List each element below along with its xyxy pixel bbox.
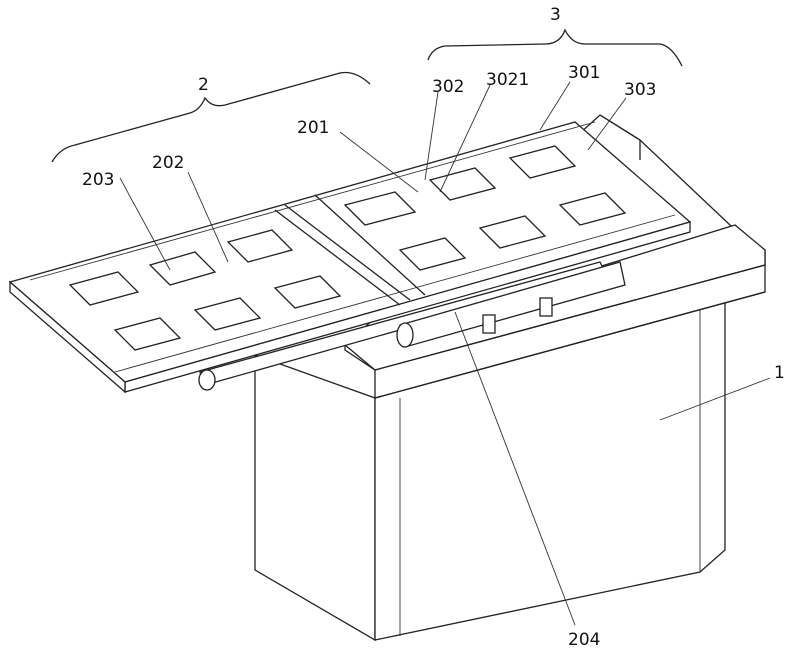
label-204: 204 [568, 630, 600, 650]
label-202: 202 [152, 153, 184, 173]
label-203: 203 [82, 170, 114, 190]
label-301: 301 [568, 63, 600, 83]
label-201: 201 [297, 118, 329, 138]
leader-lines [119, 81, 771, 626]
bracket-3 [427, 28, 683, 67]
label-1: 1 [774, 363, 785, 383]
label-302: 302 [432, 77, 464, 97]
label-2: 2 [198, 75, 209, 95]
label-3021: 3021 [486, 70, 529, 90]
label-303: 303 [624, 80, 656, 100]
bracket-2 [51, 71, 371, 163]
tray-assembly [8, 121, 692, 394]
label-3: 3 [550, 5, 561, 25]
tray-windows [68, 145, 627, 351]
